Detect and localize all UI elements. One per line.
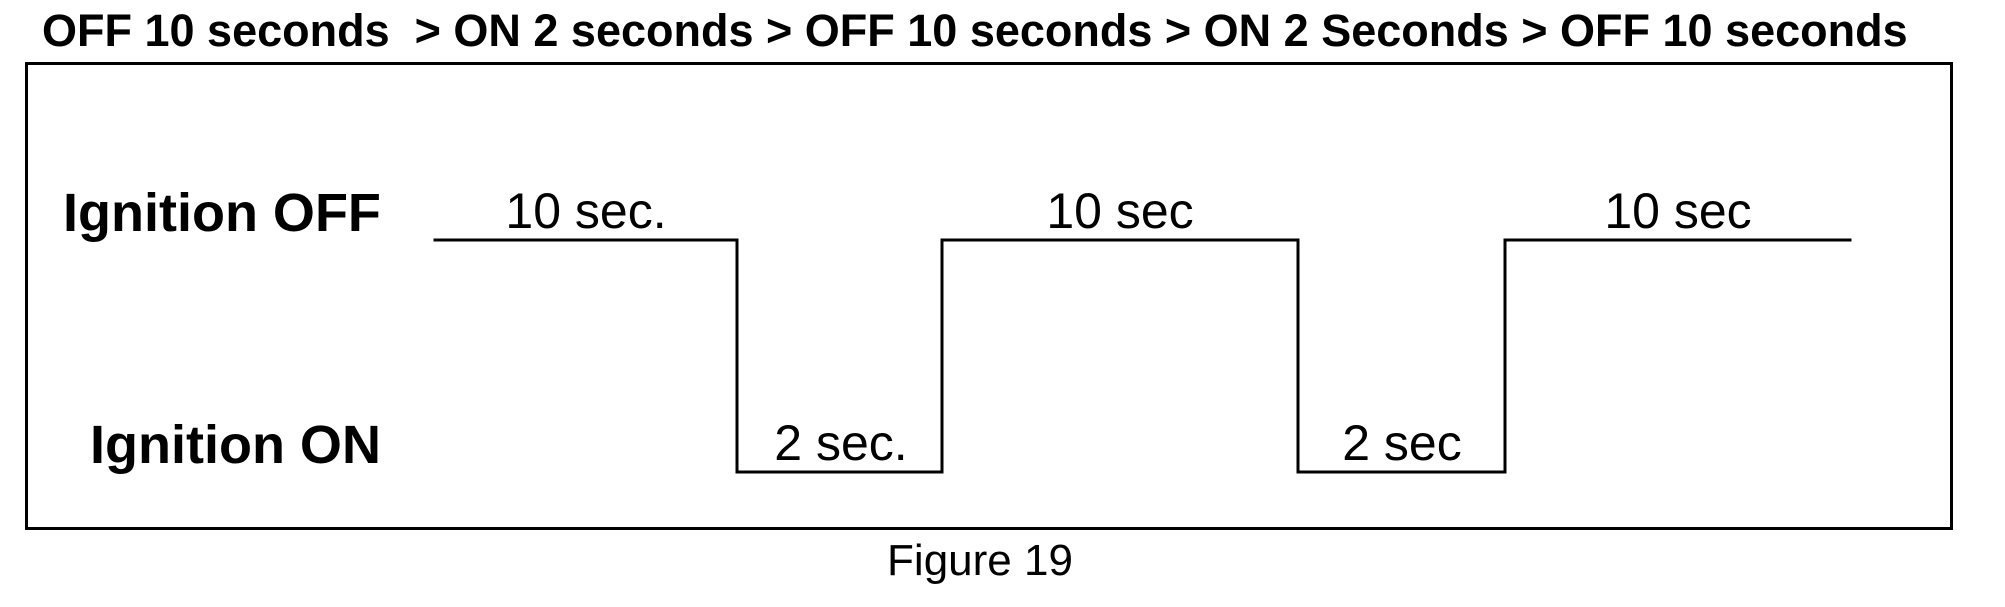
- row-label-ignition-off: Ignition OFF: [63, 183, 381, 243]
- segment-duration-label: 10 sec: [1604, 183, 1751, 239]
- diagram-border-box: [25, 62, 1953, 530]
- waveform-polyline: [433, 238, 1852, 474]
- segment-duration-label: 2 sec.: [774, 415, 907, 471]
- segment-duration-label: 2 sec: [1342, 415, 1462, 471]
- segment-duration-label: 10 sec: [1046, 183, 1193, 239]
- row-label-ignition-on: Ignition ON: [90, 415, 381, 475]
- segment-duration-label: 10 sec.: [505, 183, 666, 239]
- figure-title: OFF 10 seconds > ON 2 seconds > OFF 10 s…: [42, 5, 1908, 56]
- figure-caption: Figure 19: [887, 536, 1073, 585]
